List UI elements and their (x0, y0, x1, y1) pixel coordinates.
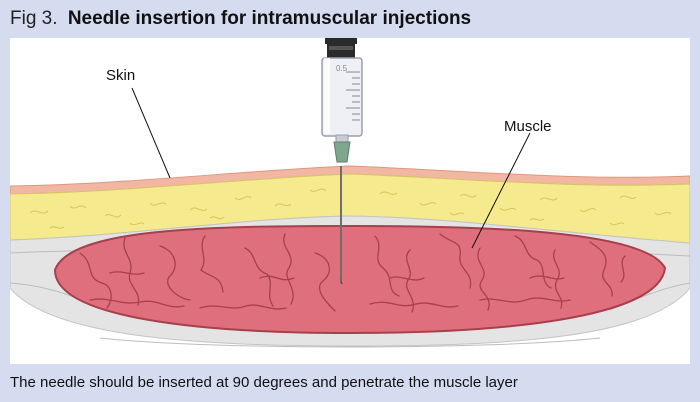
diagram-panel: 0.5 Skin Muscle (10, 38, 690, 364)
syringe: 0.5 (321, 38, 363, 163)
muscle-texture (79, 233, 626, 313)
syringe-scale-label: 0.5 (336, 64, 348, 73)
muscle-label: Muscle (504, 118, 552, 135)
skin-label: Skin (106, 67, 135, 84)
syringe-plunger-rod (325, 38, 357, 44)
figure-caption: The needle should be inserted at 90 degr… (10, 374, 518, 391)
skin-leader-line (131, 87, 171, 179)
syringe-scale-ticks (346, 71, 360, 121)
muscle-leader-line (471, 132, 531, 249)
figure-number: Fig 3. (10, 8, 58, 29)
figure-header: Fig 3. Needle insertion for intramuscula… (10, 5, 471, 33)
injection-diagram: 0.5 Skin Muscle (10, 38, 690, 348)
muscle-layer (53, 224, 667, 335)
needle-hub (333, 141, 351, 163)
fat-texture (29, 188, 672, 229)
needle-tip (340, 278, 343, 284)
figure-title: Needle insertion for intramuscular injec… (67, 8, 472, 29)
